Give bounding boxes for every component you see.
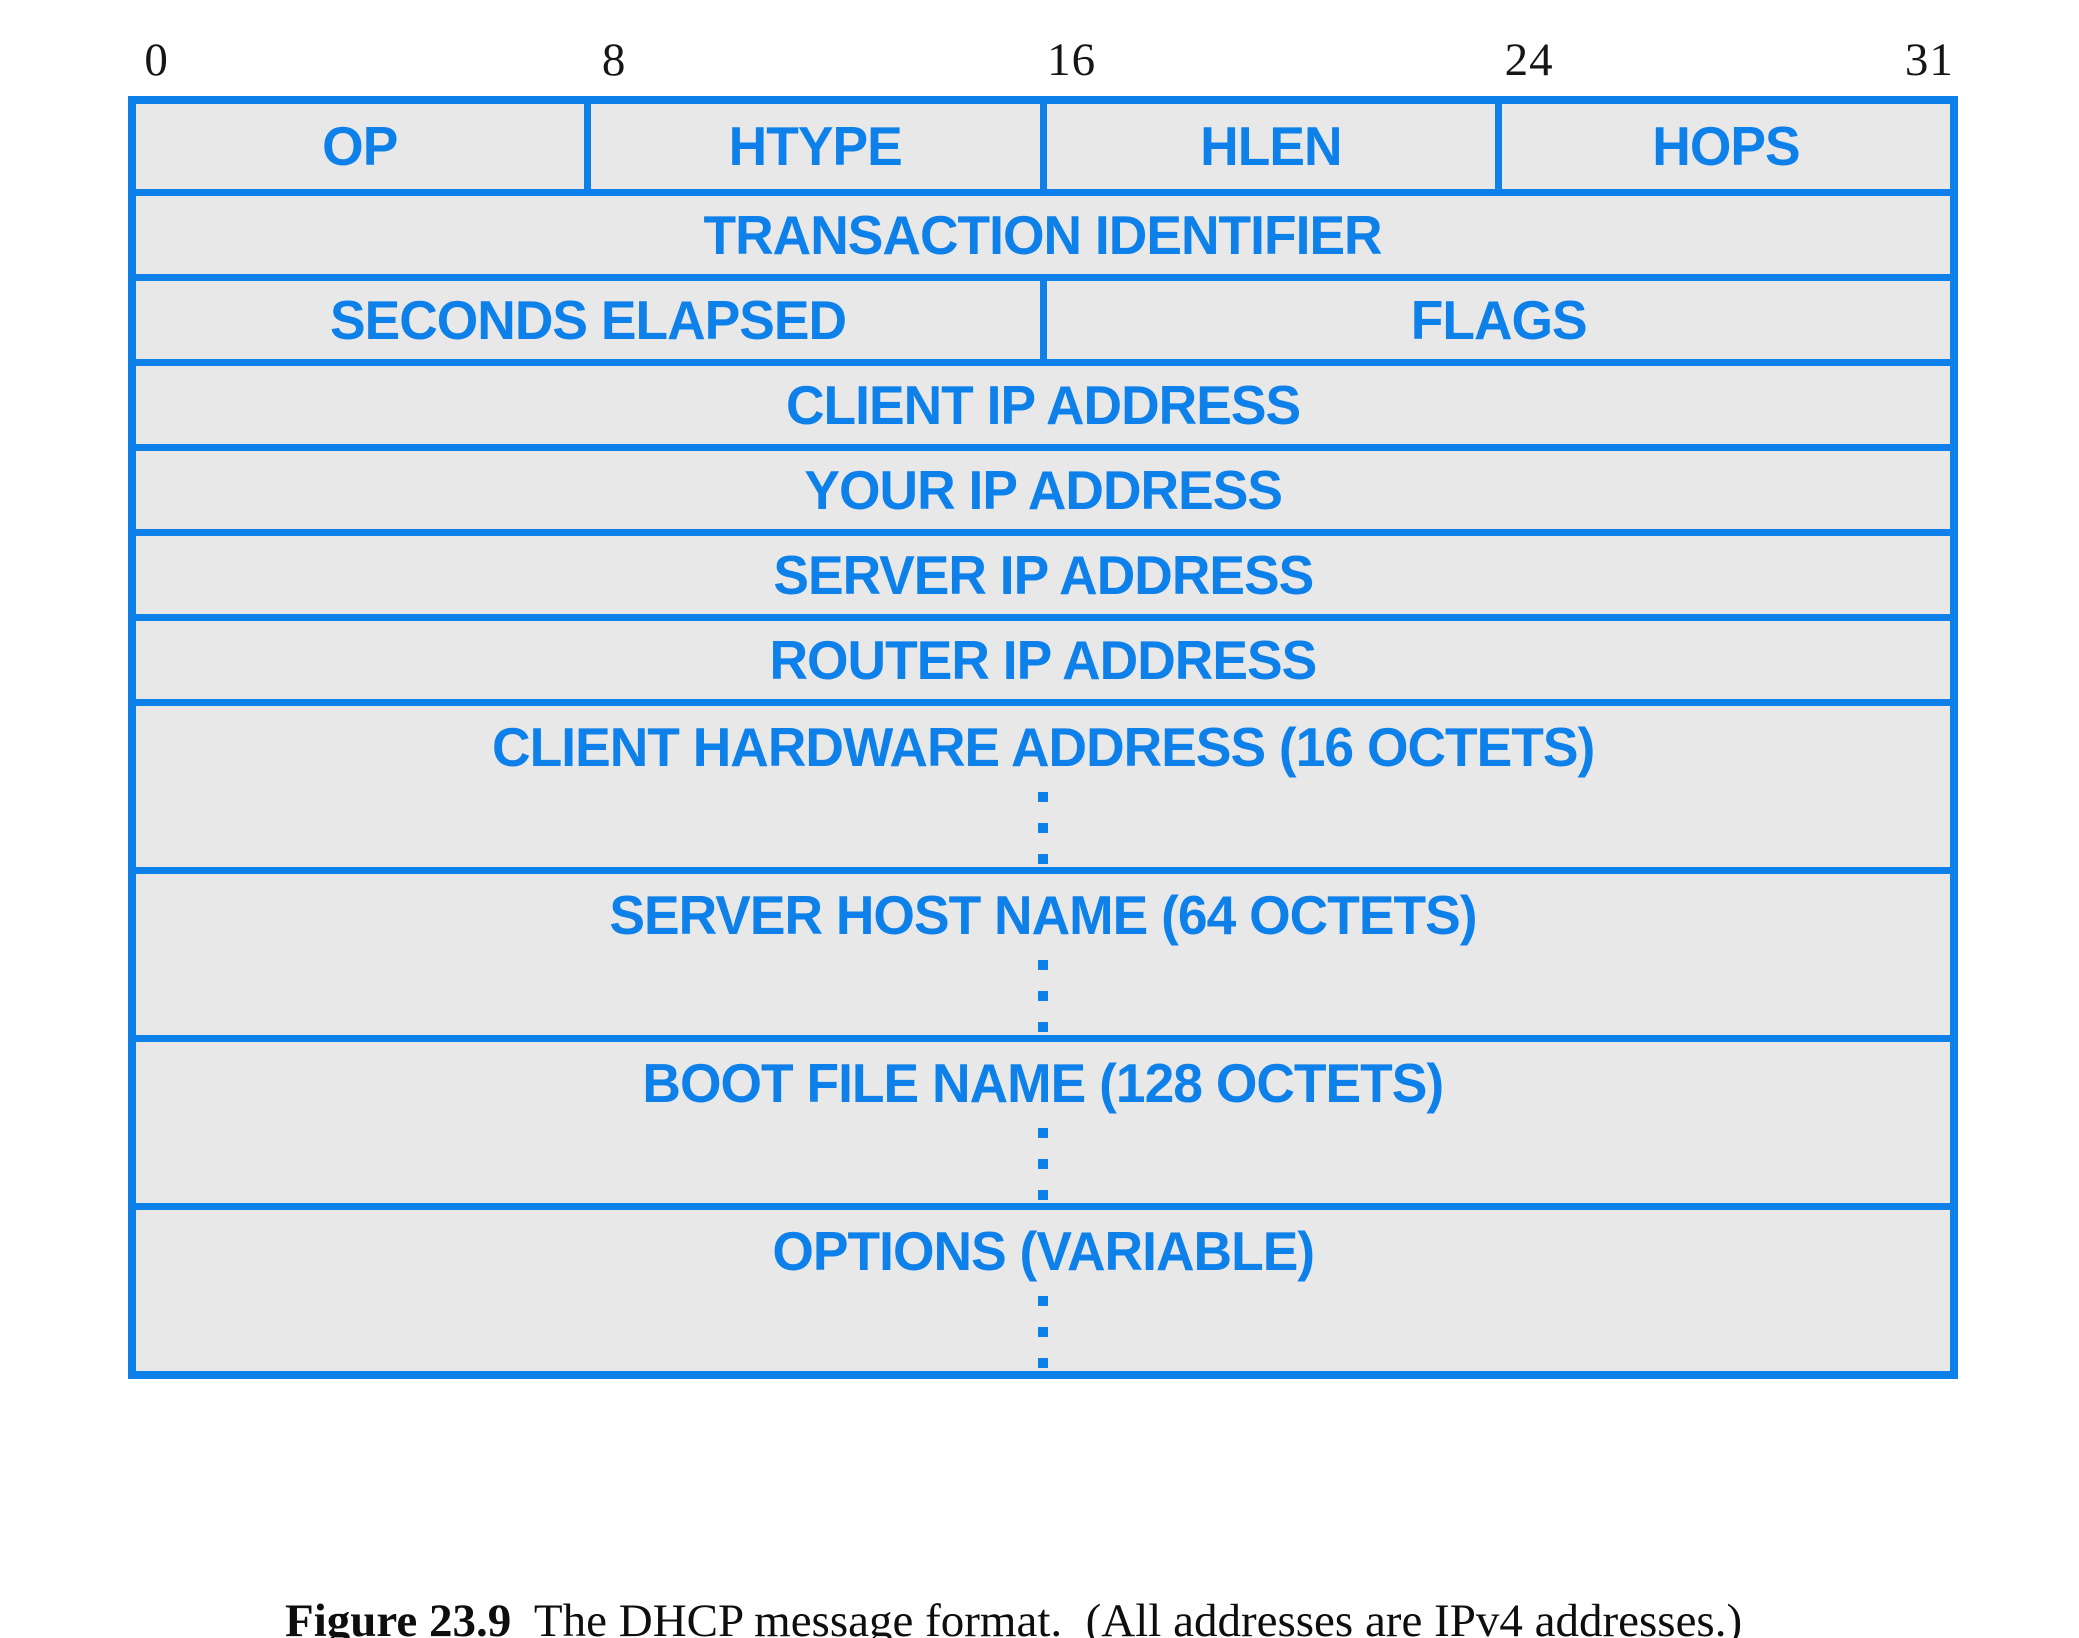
ellipsis-dot	[1038, 1128, 1048, 1138]
row-transaction-identifier: TRANSACTION IDENTIFIER	[136, 189, 1950, 274]
bit-ruler-label-24: 24	[1504, 34, 1554, 86]
field-cell-your-ip-address: YOUR IP ADDRESS	[136, 451, 1950, 529]
ellipsis-dot	[1038, 1190, 1048, 1200]
ellipsis-dot	[1038, 823, 1048, 833]
row-server-host-name-64-octets: SERVER HOST NAME (64 OCTETS)	[136, 867, 1950, 1035]
ellipsis-dot	[1038, 854, 1048, 864]
row-client-hardware-address-16-octets: CLIENT HARDWARE ADDRESS (16 OCTETS)	[136, 699, 1950, 867]
field-label-client-ip-address: CLIENT IP ADDRESS	[785, 373, 1301, 436]
field-cell-flags: FLAGS	[1039, 281, 1951, 359]
field-label-boot-file-name-128-octets: BOOT FILE NAME (128 OCTETS)	[642, 1051, 1445, 1114]
field-label-op: OP	[322, 115, 399, 177]
field-cell-router-ip-address: ROUTER IP ADDRESS	[136, 621, 1950, 699]
dhcp-packet-diagram: OP HTYPE HLEN HOPS TRANSACTION IDENTIFIER SEC…	[128, 96, 1958, 1379]
field-label-hlen: HLEN	[1199, 115, 1342, 177]
figure-caption-number: Figure 23.9	[285, 1595, 512, 1638]
row-server-ip-address: SERVER IP ADDRESS	[136, 529, 1950, 614]
field-label-seconds-elapsed: SECONDS ELAPSED	[329, 288, 847, 351]
field-label-transaction-identifier: TRANSACTION IDENTIFIER	[703, 203, 1383, 266]
field-cell-htype: HTYPE	[584, 104, 1039, 189]
field-label-server-ip-address: SERVER IP ADDRESS	[773, 543, 1314, 606]
row-client-ip-address: CLIENT IP ADDRESS	[136, 359, 1950, 444]
field-cell-seconds-elapsed: SECONDS ELAPSED	[136, 281, 1040, 359]
field-cell-server-ip-address: SERVER IP ADDRESS	[136, 536, 1950, 614]
ellipsis-dot	[1038, 792, 1048, 802]
field-cell-transaction-identifier: TRANSACTION IDENTIFIER	[136, 196, 1950, 274]
field-label-flags: FLAGS	[1410, 288, 1587, 351]
row-op-htype-hlen-hops: OP HTYPE HLEN HOPS	[136, 104, 1950, 189]
field-cell-hops: HOPS	[1494, 104, 1950, 189]
ellipsis-dot	[1038, 1327, 1048, 1337]
continuation-ellipsis-icon	[136, 1124, 1950, 1203]
row-seconds-elapsed-flags: SECONDS ELAPSED FLAGS	[136, 274, 1950, 359]
ellipsis-dot	[1038, 1159, 1048, 1169]
figure-caption: Figure 23.9 The DHCP message format. (Al…	[238, 1540, 1938, 1638]
field-label-hops: HOPS	[1652, 115, 1800, 177]
field-cell-hlen: HLEN	[1039, 104, 1495, 189]
field-label-client-hardware-address-16-octets: CLIENT HARDWARE ADDRESS (16 OCTETS)	[491, 715, 1595, 778]
ellipsis-dot	[1038, 1022, 1048, 1032]
ellipsis-dot	[1038, 960, 1048, 970]
field-cell-op: OP	[136, 104, 584, 189]
ellipsis-dot	[1038, 1296, 1048, 1306]
bit-ruler-label-8: 8	[601, 34, 627, 86]
field-label-your-ip-address: YOUR IP ADDRESS	[804, 458, 1283, 521]
bit-ruler-label-0: 0	[144, 34, 169, 86]
field-label-band: BOOT FILE NAME (128 OCTETS)	[136, 1042, 1950, 1124]
row-your-ip-address: YOUR IP ADDRESS	[136, 444, 1950, 529]
bit-ruler-label-31: 31	[1904, 34, 1954, 86]
continuation-ellipsis-icon	[136, 1292, 1950, 1371]
row-boot-file-name-128-octets: BOOT FILE NAME (128 OCTETS)	[136, 1035, 1950, 1203]
field-label-server-host-name-64-octets: SERVER HOST NAME (64 OCTETS)	[609, 883, 1477, 946]
continuation-ellipsis-icon	[136, 788, 1950, 867]
bit-ruler: 0 8 16 24 31	[128, 28, 1958, 88]
figure-caption-text: The DHCP message format. (All addresses …	[511, 1595, 1743, 1638]
continuation-ellipsis-icon	[136, 956, 1950, 1035]
field-cell-client-ip-address: CLIENT IP ADDRESS	[136, 366, 1950, 444]
field-label-band: OPTIONS (VARIABLE)	[136, 1210, 1950, 1292]
ellipsis-dot	[1038, 1358, 1048, 1368]
field-label-htype: HTYPE	[728, 115, 903, 177]
bit-ruler-label-16: 16	[1047, 34, 1097, 86]
field-label-options-variable: OPTIONS (VARIABLE)	[772, 1219, 1315, 1282]
field-label-band: CLIENT HARDWARE ADDRESS (16 OCTETS)	[136, 706, 1950, 788]
field-label-band: SERVER HOST NAME (64 OCTETS)	[136, 874, 1950, 956]
field-label-router-ip-address: ROUTER IP ADDRESS	[769, 628, 1318, 691]
ellipsis-dot	[1038, 991, 1048, 1001]
row-router-ip-address: ROUTER IP ADDRESS	[136, 614, 1950, 699]
row-options-variable: OPTIONS (VARIABLE)	[136, 1203, 1950, 1371]
